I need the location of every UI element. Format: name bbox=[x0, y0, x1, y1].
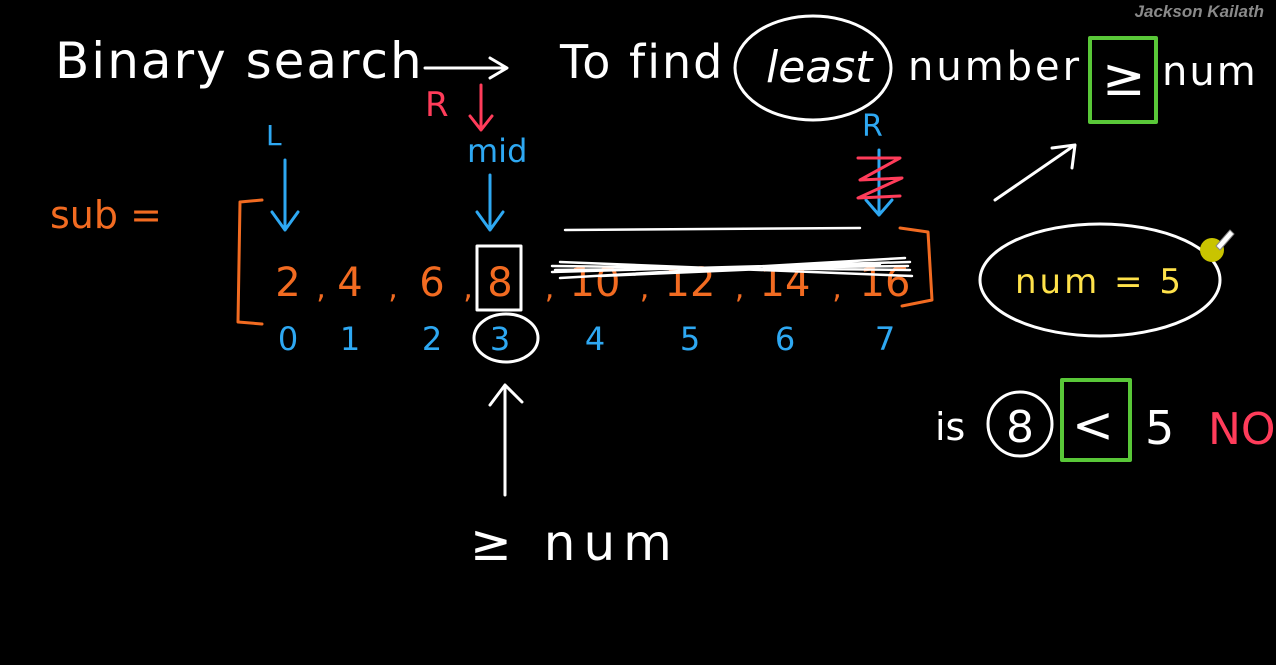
array-index: 0 bbox=[278, 320, 298, 358]
heading-circle bbox=[733, 14, 893, 122]
array-value: 6 bbox=[419, 260, 444, 306]
target-ellipse bbox=[978, 222, 1222, 338]
comparison-rhs: 5 bbox=[1145, 401, 1174, 455]
pointer-mid-label: mid bbox=[467, 132, 527, 170]
heading-ge-symbol: ≥ bbox=[1102, 48, 1146, 108]
heading-binary-search: Binary search bbox=[55, 32, 424, 90]
array-index: 7 bbox=[875, 320, 895, 358]
heading-ge-box bbox=[1088, 36, 1158, 124]
pointer-mid-arrow bbox=[475, 173, 505, 232]
array-index: 1 bbox=[340, 320, 360, 358]
array-mid-box bbox=[475, 244, 523, 312]
heading-num: num bbox=[1162, 49, 1258, 95]
pointer-left-label: L bbox=[266, 119, 282, 152]
pointer-right-new-arrow bbox=[864, 148, 894, 217]
target-label: num = 5 bbox=[1015, 262, 1184, 302]
pointer-right-old-arrow bbox=[468, 83, 494, 132]
array-index: 3 bbox=[490, 320, 510, 358]
comparison-prefix: is bbox=[935, 405, 965, 449]
array-comma: , bbox=[832, 271, 842, 306]
array-open-bracket bbox=[236, 198, 264, 326]
pointer-right-old-label: R bbox=[425, 85, 449, 125]
heading-number: number bbox=[908, 44, 1082, 90]
array-close-bracket bbox=[898, 226, 934, 308]
array-name: sub = bbox=[50, 193, 162, 237]
index-3-circle bbox=[472, 312, 540, 364]
array-commas: ,,,,,,, bbox=[316, 271, 842, 306]
array-value: 8 bbox=[487, 260, 512, 306]
array-comma: , bbox=[545, 271, 555, 306]
heading-to-find: To find bbox=[559, 35, 724, 89]
pen-cursor-icon bbox=[1200, 229, 1235, 262]
comparison-result: NO bbox=[1208, 404, 1276, 455]
heading-circled-word: least bbox=[766, 42, 874, 93]
comparison-operator: < bbox=[1072, 396, 1114, 454]
array-comma: , bbox=[316, 271, 326, 306]
pointer-right-new-label: R bbox=[862, 109, 883, 144]
array-comma: , bbox=[640, 271, 650, 306]
comparison-operator-box bbox=[1060, 378, 1132, 462]
note-ge-num: ≥ num bbox=[470, 514, 680, 572]
array-value: 2 bbox=[275, 260, 300, 306]
array-index: 4 bbox=[585, 320, 605, 358]
author-watermark: Jackson Kailath bbox=[1134, 2, 1264, 21]
heading-arrow bbox=[423, 56, 509, 80]
pointer-left-arrow bbox=[270, 158, 300, 232]
pointer-right-scribble bbox=[856, 156, 904, 200]
diagonal-arrow bbox=[993, 143, 1077, 202]
array-comma: , bbox=[735, 271, 745, 306]
array-index: 5 bbox=[680, 320, 700, 358]
array-index: 6 bbox=[775, 320, 795, 358]
array-comma: , bbox=[388, 271, 398, 306]
array-value: 4 bbox=[337, 260, 362, 306]
comparison-value: 8 bbox=[1006, 402, 1034, 453]
crossed-out-range bbox=[550, 226, 914, 280]
up-arrow bbox=[488, 383, 524, 497]
comparison-value-circle bbox=[986, 390, 1054, 458]
array-comma: , bbox=[463, 271, 473, 306]
array-indices: 0 1 2 3 4 5 6 7 bbox=[278, 320, 895, 358]
array-index: 2 bbox=[422, 320, 442, 358]
